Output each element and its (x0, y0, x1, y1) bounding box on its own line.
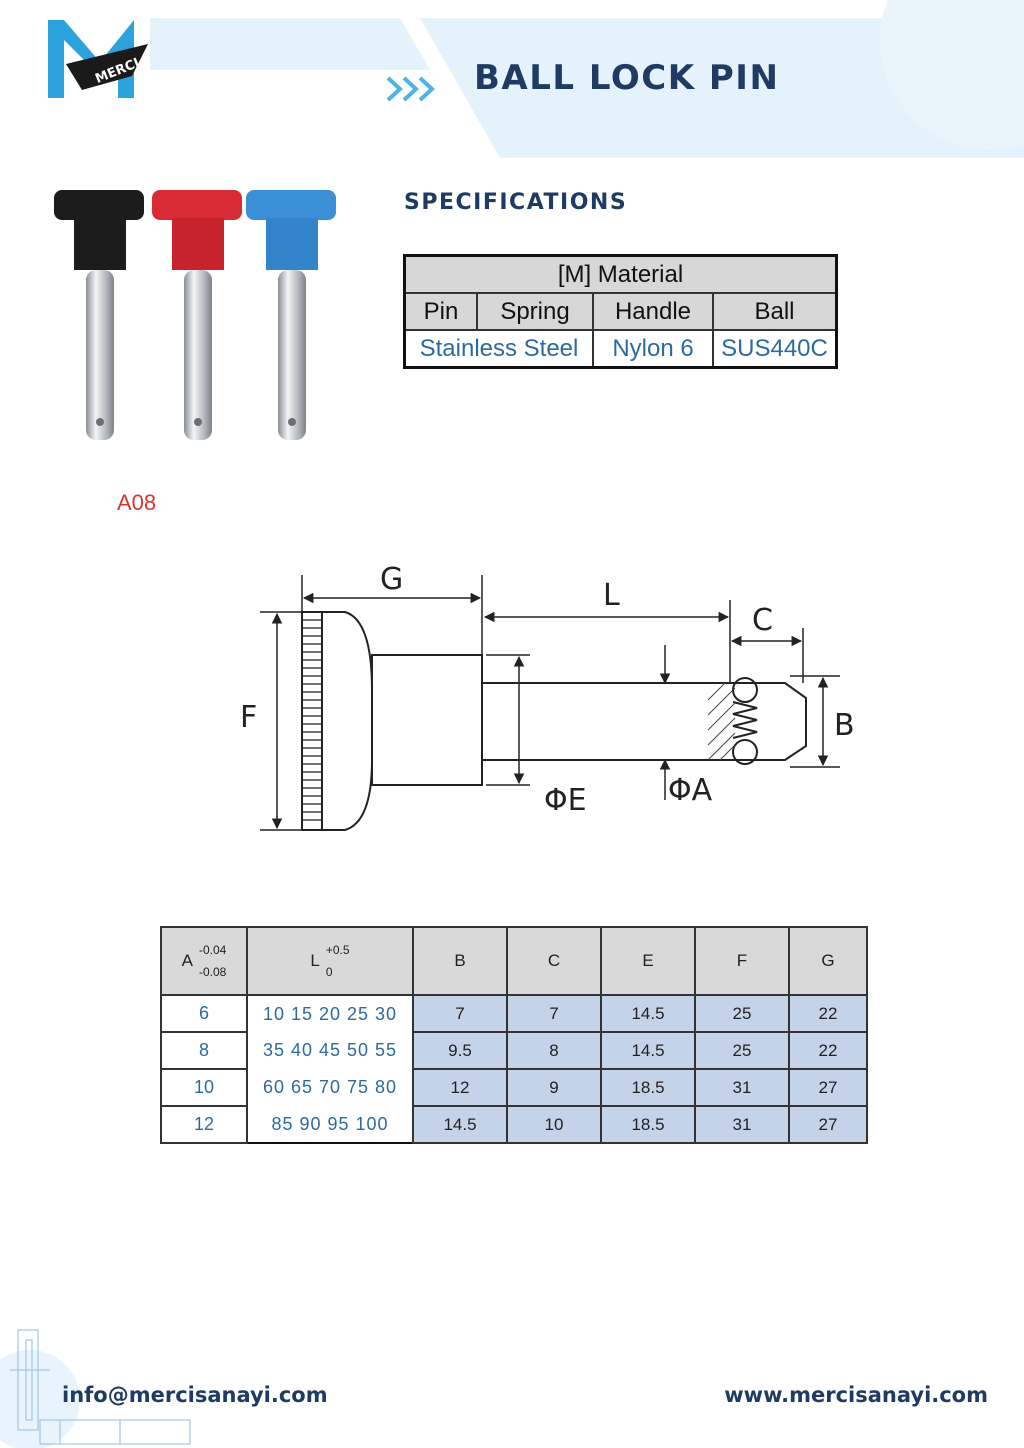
handle-material: Nylon 6 (592, 329, 714, 369)
label-C: C (752, 603, 773, 638)
cell-B: 14.5 (412, 1105, 508, 1144)
contact-email[interactable]: info@mercisanayi.com (62, 1383, 328, 1407)
cell-A: 6 (160, 994, 248, 1033)
merci-logo: MERCI (48, 20, 148, 98)
cell-E: 18.5 (600, 1105, 696, 1144)
ball-material: SUS440C (712, 329, 838, 369)
header-C: C (506, 926, 602, 996)
chevron-arrows-icon (386, 76, 435, 102)
header-banner: MERCI BALL LOCK PIN (0, 0, 1024, 160)
cell-A: 8 (160, 1031, 248, 1070)
cell-L: 85 90 95 100 (246, 1106, 414, 1143)
cell-E: 14.5 (600, 1031, 696, 1070)
cell-C: 7 (506, 994, 602, 1033)
cell-F: 25 (694, 994, 790, 1033)
model-code: A08 (117, 490, 157, 515)
banner-background (0, 0, 1024, 158)
knurl-lines (302, 619, 322, 821)
label-E: ΦE (544, 783, 587, 818)
dimension-labels: G L C F B ΦE ΦA (240, 562, 855, 818)
col-ball: Ball (712, 292, 838, 331)
cell-G: 27 (788, 1068, 868, 1107)
cell-G: 22 (788, 994, 868, 1033)
cell-L: 35 40 45 50 55 (246, 1032, 414, 1069)
dimension-lines (260, 575, 840, 831)
header-A: A -0.04 -0.08 (160, 926, 248, 996)
cell-E: 14.5 (600, 994, 696, 1033)
technical-drawing: G L C F B ΦE ΦA (240, 562, 855, 831)
material-title: [M] Material (403, 254, 838, 294)
cell-G: 27 (788, 1105, 868, 1144)
pin-black (54, 190, 144, 440)
cell-B: 9.5 (412, 1031, 508, 1070)
label-L: L (603, 578, 620, 613)
cell-F: 25 (694, 1031, 790, 1070)
col-spring: Spring (476, 292, 594, 331)
cell-B: 7 (412, 994, 508, 1033)
cell-B: 12 (412, 1068, 508, 1107)
specifications-heading: SPECIFICATIONS (404, 190, 628, 215)
page-title: BALL LOCK PIN (474, 58, 780, 98)
cell-E: 18.5 (600, 1068, 696, 1107)
cell-F: 31 (694, 1105, 790, 1144)
label-B: B (834, 708, 855, 743)
pin-blue (246, 190, 336, 440)
cell-C: 8 (506, 1031, 602, 1070)
header-B: B (412, 926, 508, 996)
header-E: E (600, 926, 696, 996)
cell-C: 10 (506, 1105, 602, 1144)
label-G: G (380, 562, 403, 597)
cell-L: 10 15 20 25 30 (246, 995, 414, 1032)
label-F: F (240, 700, 257, 735)
table-row: 10 60 65 70 75 80 12 9 18.5 31 27 (160, 1068, 868, 1107)
header-L: L +0.5 0 (246, 926, 414, 996)
cell-F: 31 (694, 1068, 790, 1107)
col-handle: Handle (592, 292, 714, 331)
cell-A: 10 (160, 1068, 248, 1107)
header-A-tol-lower: -0.08 (198, 965, 227, 979)
header-L-label: L (310, 951, 320, 970)
cell-A: 12 (160, 1105, 248, 1144)
dimensions-table: A -0.04 -0.08 L +0.5 0 B C E F G 6 10 15… (160, 926, 868, 1144)
material-table: [M] Material Pin Spring Handle Ball Stai… (403, 254, 838, 369)
table-row: 6 10 15 20 25 30 7 7 14.5 25 22 (160, 994, 868, 1033)
pin-outline (301, 611, 807, 831)
cell-G: 22 (788, 1031, 868, 1070)
pin-spring-material: Stainless Steel (403, 329, 594, 369)
table-row: 12 85 90 95 100 14.5 10 18.5 31 27 (160, 1105, 868, 1144)
product-photo (54, 190, 336, 440)
header-G: G (788, 926, 868, 996)
hatching (707, 682, 736, 761)
cell-L: 60 65 70 75 80 (246, 1069, 414, 1106)
header-L-tol-upper: +0.5 (325, 943, 350, 957)
decorative-blueprint (0, 1329, 191, 1448)
cell-C: 9 (506, 1068, 602, 1107)
label-A: ΦA (668, 773, 713, 808)
header-F: F (694, 926, 790, 996)
header-L-tol-lower: 0 (325, 965, 333, 979)
pin-red (152, 190, 242, 440)
table-row: 8 35 40 45 50 55 9.5 8 14.5 25 22 (160, 1031, 868, 1070)
header-A-label: A (181, 951, 193, 970)
header-A-tol-upper: -0.04 (198, 943, 227, 957)
contact-website[interactable]: www.mercisanayi.com (724, 1383, 988, 1407)
col-pin: Pin (403, 292, 478, 331)
